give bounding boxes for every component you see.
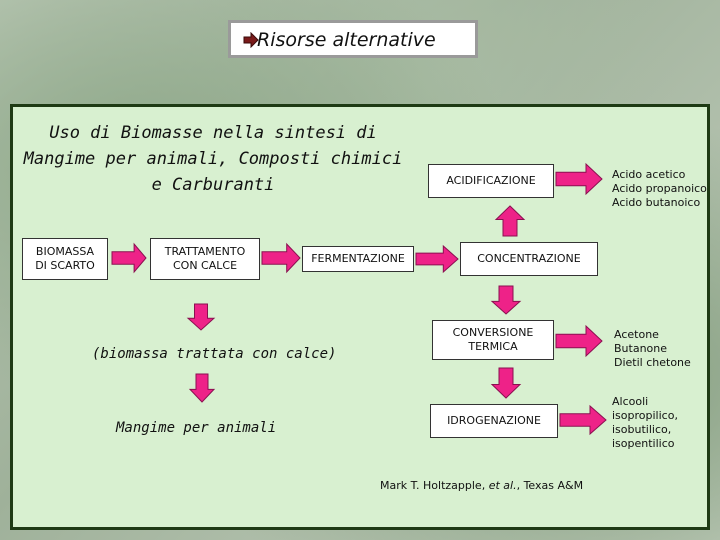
citation-authors: Mark T. Holtzapple, bbox=[380, 479, 489, 492]
product-chetoni: Acetone Butanone Dietil chetone bbox=[614, 328, 691, 369]
title-banner: Risorse alternative bbox=[228, 20, 478, 58]
diagram-heading: Uso di Biomasse nella sintesi di Mangime… bbox=[23, 123, 403, 195]
arrow-trattamento-to-biomassa-trattata bbox=[186, 303, 216, 331]
arrow-concentrazione-to-conversione bbox=[490, 285, 522, 315]
citation: Mark T. Holtzapple, et al., Texas A&M bbox=[380, 465, 583, 493]
arrow-biomassa-to-trattamento bbox=[111, 242, 147, 274]
arrow-right-icon bbox=[243, 32, 259, 48]
arrow-conversione-to-idrogenazione bbox=[490, 367, 522, 399]
arrow-trattamento-to-fermentazione bbox=[261, 242, 301, 274]
node-fermentazione: FERMENTAZIONE bbox=[302, 246, 414, 272]
product-acidi: Acido acetico Acido propanoico Acido but… bbox=[612, 168, 707, 209]
arrow-fermentazione-to-concentrazione bbox=[415, 244, 459, 274]
node-trattamento: TRATTAMENTO CON CALCE bbox=[150, 238, 260, 280]
product-alcooli: Alcooli isopropilico, isobutilico, isope… bbox=[612, 395, 678, 450]
arrow-acidificazione-to-acidi bbox=[555, 162, 603, 196]
node-idrogenazione: IDROGENAZIONE bbox=[430, 404, 558, 438]
node-acidificazione: ACIDIFICAZIONE bbox=[428, 164, 554, 198]
slide-title: Risorse alternative bbox=[257, 29, 436, 51]
node-mangime: Mangime per animali bbox=[116, 420, 277, 436]
node-concentrazione: CONCENTRAZIONE bbox=[460, 242, 598, 276]
arrow-conversione-to-chetoni bbox=[555, 324, 603, 358]
citation-etal: et al. bbox=[488, 479, 517, 492]
arrow-concentrazione-to-acidificazione bbox=[494, 205, 526, 237]
arrow-biomassa-trattata-to-mangime bbox=[188, 373, 216, 403]
arrow-idrogenazione-to-alcooli bbox=[559, 404, 607, 436]
citation-place: , Texas A&M bbox=[516, 479, 584, 492]
node-biomassa: BIOMASSA DI SCARTO bbox=[22, 238, 108, 280]
node-biomassa-trattata: (biomassa trattata con calce) bbox=[92, 346, 337, 362]
node-conversione: CONVERSIONE TERMICA bbox=[432, 320, 554, 360]
